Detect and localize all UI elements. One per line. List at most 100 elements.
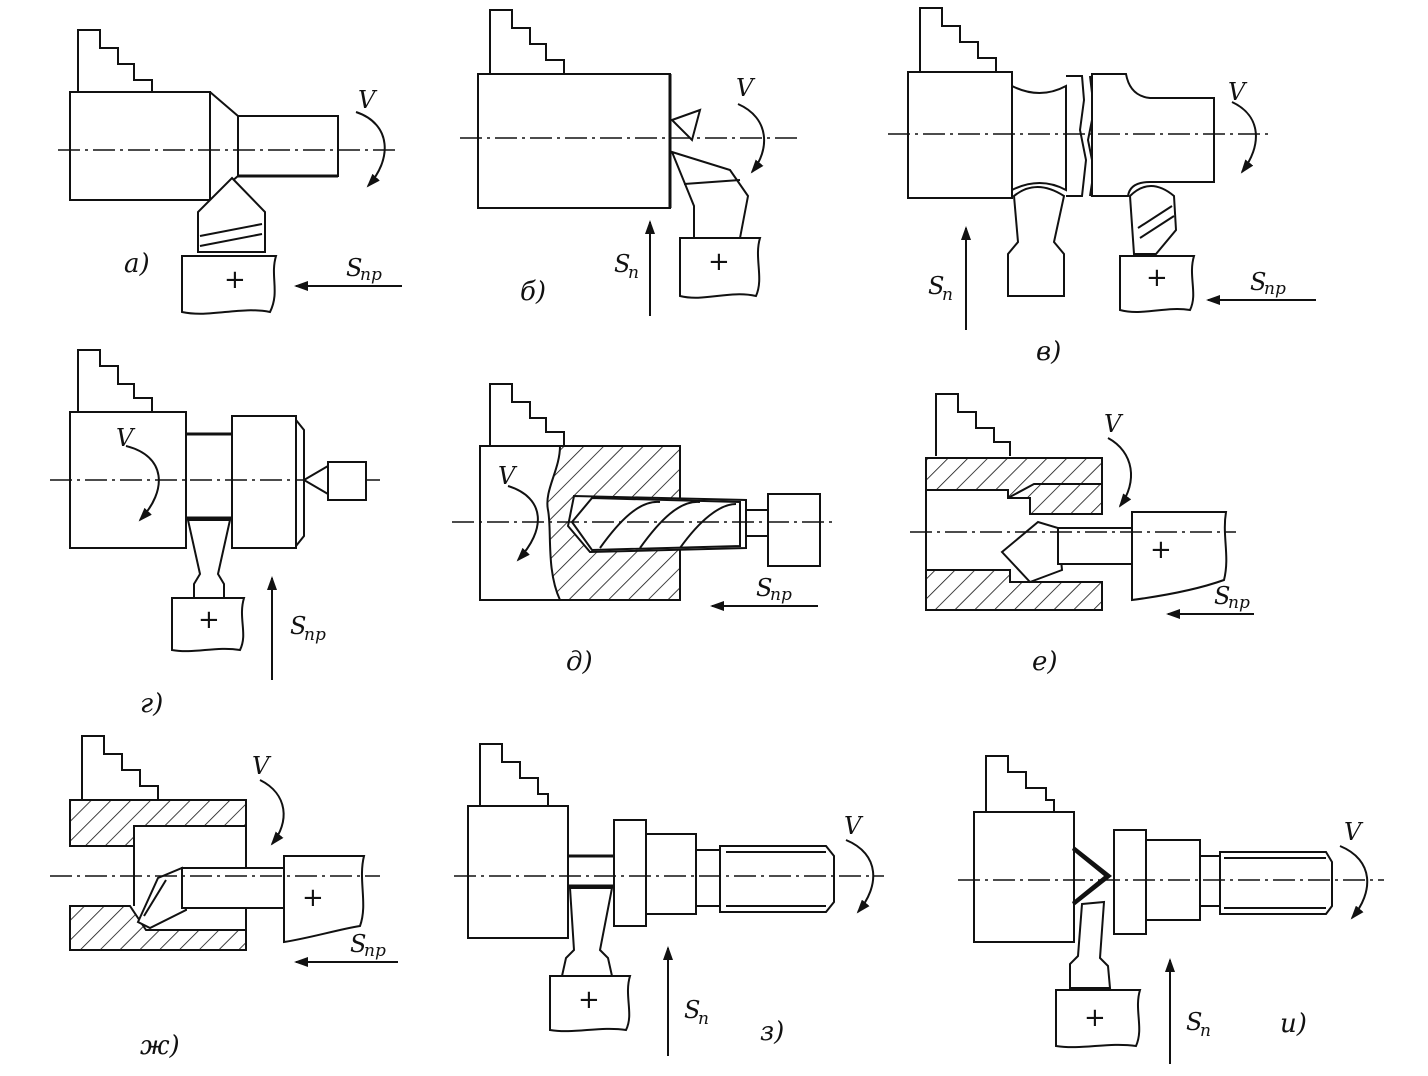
workpiece-section-top bbox=[69, 799, 247, 847]
velocity-label: V bbox=[252, 752, 272, 780]
holder-mark: + bbox=[1150, 535, 1172, 565]
drill-bit bbox=[570, 496, 741, 552]
panel-label: з) bbox=[760, 1017, 784, 1047]
feed-subscript-left: п bbox=[942, 285, 953, 305]
workpiece-collar bbox=[1113, 829, 1147, 935]
panel-label: и) bbox=[1280, 1009, 1307, 1039]
tool-holder bbox=[679, 237, 762, 299]
feed-subscript: пр bbox=[1228, 593, 1250, 613]
chuck-jaw bbox=[489, 383, 565, 446]
tailstock-holder bbox=[327, 461, 367, 501]
panel-label: а) bbox=[124, 249, 150, 279]
thread-section bbox=[1219, 851, 1333, 915]
feed-symbol: S bbox=[1186, 1008, 1202, 1036]
chuck-jaw bbox=[985, 755, 1055, 812]
feed-subscript: пр bbox=[364, 941, 386, 961]
tool-holder bbox=[549, 975, 632, 1033]
feed-symbol-left: S bbox=[928, 272, 944, 300]
boring-bar bbox=[181, 867, 287, 909]
workpiece-groove bbox=[185, 433, 233, 519]
velocity-label: V bbox=[498, 462, 518, 490]
workpiece-body bbox=[467, 805, 569, 939]
workpiece-step bbox=[645, 833, 697, 915]
velocity-label: V bbox=[736, 74, 756, 102]
rotation-arrow bbox=[259, 779, 285, 846]
parting-tool bbox=[560, 887, 614, 977]
tool-holder bbox=[1131, 511, 1228, 602]
cutting-tool-facing bbox=[670, 150, 750, 239]
holder-mark: + bbox=[1146, 263, 1168, 293]
velocity-label: V bbox=[1228, 78, 1248, 106]
holder-mark: + bbox=[1084, 1003, 1106, 1033]
drill-shank bbox=[745, 509, 769, 537]
parting-tool bbox=[1007, 186, 1066, 297]
feed-symbol: S bbox=[290, 612, 306, 640]
chuck-jaw bbox=[77, 349, 153, 412]
workpiece-right-part bbox=[1091, 73, 1215, 197]
chuck-jaw bbox=[919, 7, 997, 72]
feed-symbol: S bbox=[684, 996, 700, 1024]
panel-label: б) bbox=[520, 277, 546, 307]
rotation-arrow bbox=[737, 103, 766, 174]
rotation-arrow bbox=[507, 485, 539, 562]
velocity-label: V bbox=[844, 812, 864, 840]
rotation-arrow bbox=[1231, 101, 1257, 174]
chuck-jaw bbox=[77, 29, 153, 92]
panel-label: д) bbox=[566, 647, 593, 677]
workpiece-collar bbox=[613, 819, 647, 927]
panel-d: V S пр д) bbox=[452, 383, 836, 677]
thread-section bbox=[719, 845, 835, 913]
holder-mark: + bbox=[578, 985, 600, 1015]
workpiece-neck-left bbox=[1011, 84, 1067, 192]
panel-label: в) bbox=[1036, 337, 1061, 367]
tool-holder bbox=[1055, 989, 1142, 1049]
tool-holder bbox=[1119, 255, 1196, 313]
cutting-tool bbox=[670, 108, 702, 142]
feed-symbol: S bbox=[350, 930, 366, 958]
holder-mark: + bbox=[708, 247, 730, 277]
workpiece-neck bbox=[695, 849, 721, 907]
feed-subscript: пр bbox=[304, 625, 326, 645]
panel-a: + V S пр а) bbox=[58, 29, 402, 315]
velocity-label: V bbox=[1104, 410, 1124, 438]
feed-subscript: пр bbox=[770, 585, 792, 605]
rotation-arrow bbox=[1339, 845, 1369, 920]
workpiece-body bbox=[973, 811, 1075, 943]
panel-g: + V S пр г) bbox=[50, 349, 380, 719]
workpiece-turned-step bbox=[237, 115, 339, 177]
workpiece-neck bbox=[1199, 855, 1221, 907]
panel-zh: + V S пр ж) bbox=[50, 735, 398, 1061]
parting-tool bbox=[1069, 900, 1112, 989]
panel-b: + V S п б) bbox=[460, 9, 800, 316]
holder-mark: + bbox=[302, 883, 324, 913]
velocity-label: V bbox=[116, 424, 136, 452]
feed-symbol: S bbox=[756, 574, 772, 602]
chuck-jaw bbox=[489, 9, 565, 74]
tailstock-holder bbox=[767, 493, 821, 567]
feed-symbol: S bbox=[346, 254, 362, 282]
workpiece-body bbox=[477, 73, 671, 209]
panel-e: + V S пр е) bbox=[910, 393, 1254, 677]
feed-subscript: пр bbox=[360, 265, 382, 285]
chuck-jaw bbox=[479, 743, 549, 806]
rotation-arrow bbox=[1107, 437, 1133, 508]
feed-subscript: п bbox=[628, 263, 639, 283]
workpiece-collar bbox=[231, 415, 297, 549]
workpiece-groove bbox=[567, 855, 615, 887]
panel-label: е) bbox=[1032, 647, 1058, 677]
feed-symbol-right: S bbox=[1250, 268, 1266, 296]
velocity-label: V bbox=[358, 86, 378, 114]
workpiece-body bbox=[907, 71, 1013, 199]
velocity-label: V bbox=[1344, 818, 1364, 846]
rotation-arrow bbox=[845, 839, 875, 914]
holder-mark: + bbox=[198, 605, 220, 635]
workpiece-section-bottom bbox=[925, 569, 1103, 611]
chuck-jaw bbox=[935, 393, 1011, 456]
panel-label: г) bbox=[140, 689, 163, 719]
parting-cut bbox=[1072, 846, 1112, 906]
workpiece-body bbox=[69, 91, 211, 201]
panel-label: ж) bbox=[140, 1031, 180, 1061]
feed-subscript: п bbox=[1200, 1021, 1211, 1041]
center-drill bbox=[302, 464, 329, 496]
